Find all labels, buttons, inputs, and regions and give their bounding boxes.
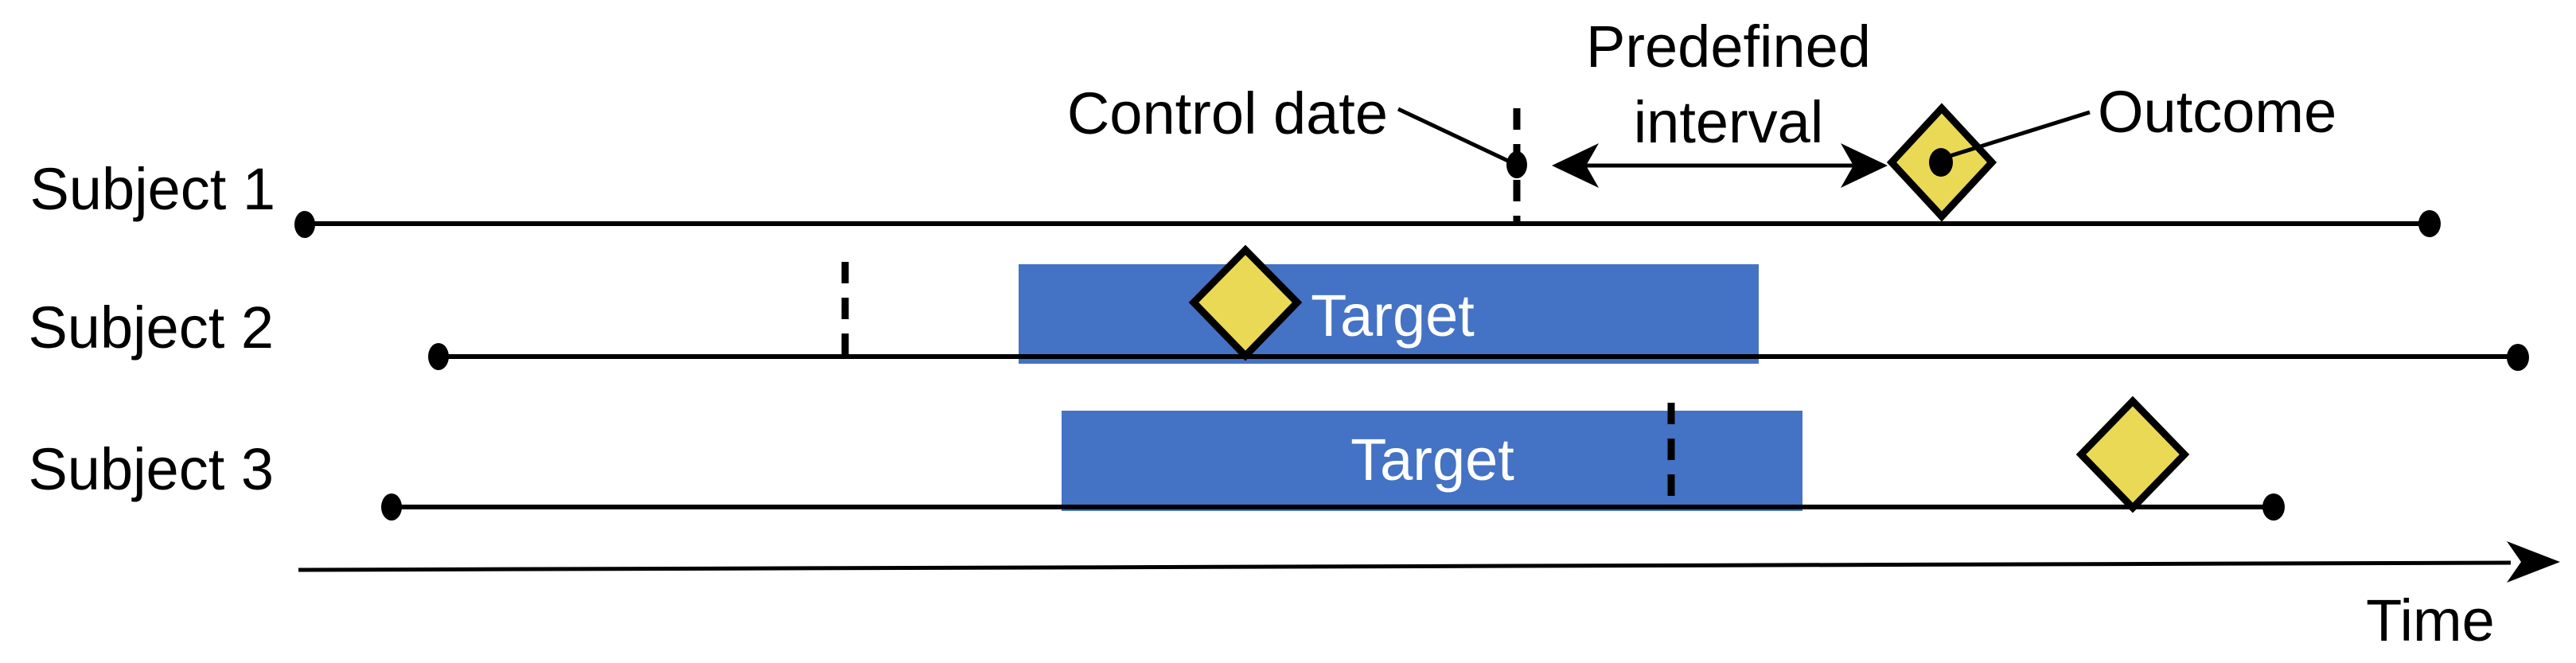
predefined-interval-label-line2: interval	[1634, 89, 1824, 155]
time-axis-line	[298, 560, 2512, 572]
outcome-callout-line	[1949, 110, 2091, 158]
outcome-label: Outcome	[2098, 79, 2336, 145]
subject3-start-dot	[381, 493, 402, 521]
subject2-outcome-diamond	[1188, 244, 1303, 361]
subject1-control-date-dot	[1506, 151, 1527, 178]
subject2-target-label: Target	[1311, 283, 1475, 349]
subject2-start-dot	[428, 343, 449, 370]
subject1-end-dot	[2418, 210, 2441, 237]
subject3-end-dot	[2262, 493, 2285, 521]
control-date-label: Control date	[1067, 80, 1388, 146]
subject1-start-dot	[294, 211, 315, 238]
predefined-interval-arrowhead-right	[1841, 143, 1888, 188]
subject2-label: Subject 2	[28, 294, 274, 361]
time-axis-label: Time	[2366, 587, 2495, 653]
subject1-label: Subject 1	[29, 156, 275, 222]
subject2-target-bar	[1019, 264, 1759, 364]
subject3-label: Subject 3	[28, 436, 274, 502]
subject3-target-label: Target	[1350, 427, 1514, 493]
subject1-outcome-dot	[1929, 148, 1953, 177]
subject2-end-dot	[2507, 344, 2529, 371]
time-axis-arrowhead	[2507, 541, 2560, 583]
subject3-target-bar	[1062, 411, 1802, 511]
control-date-callout-line	[1397, 107, 1511, 164]
subject3-outcome-diamond	[2075, 396, 2190, 513]
predefined-interval-arrowhead-left	[1552, 143, 1599, 188]
predefined-interval-label-line1: Predefined	[1586, 14, 1871, 80]
